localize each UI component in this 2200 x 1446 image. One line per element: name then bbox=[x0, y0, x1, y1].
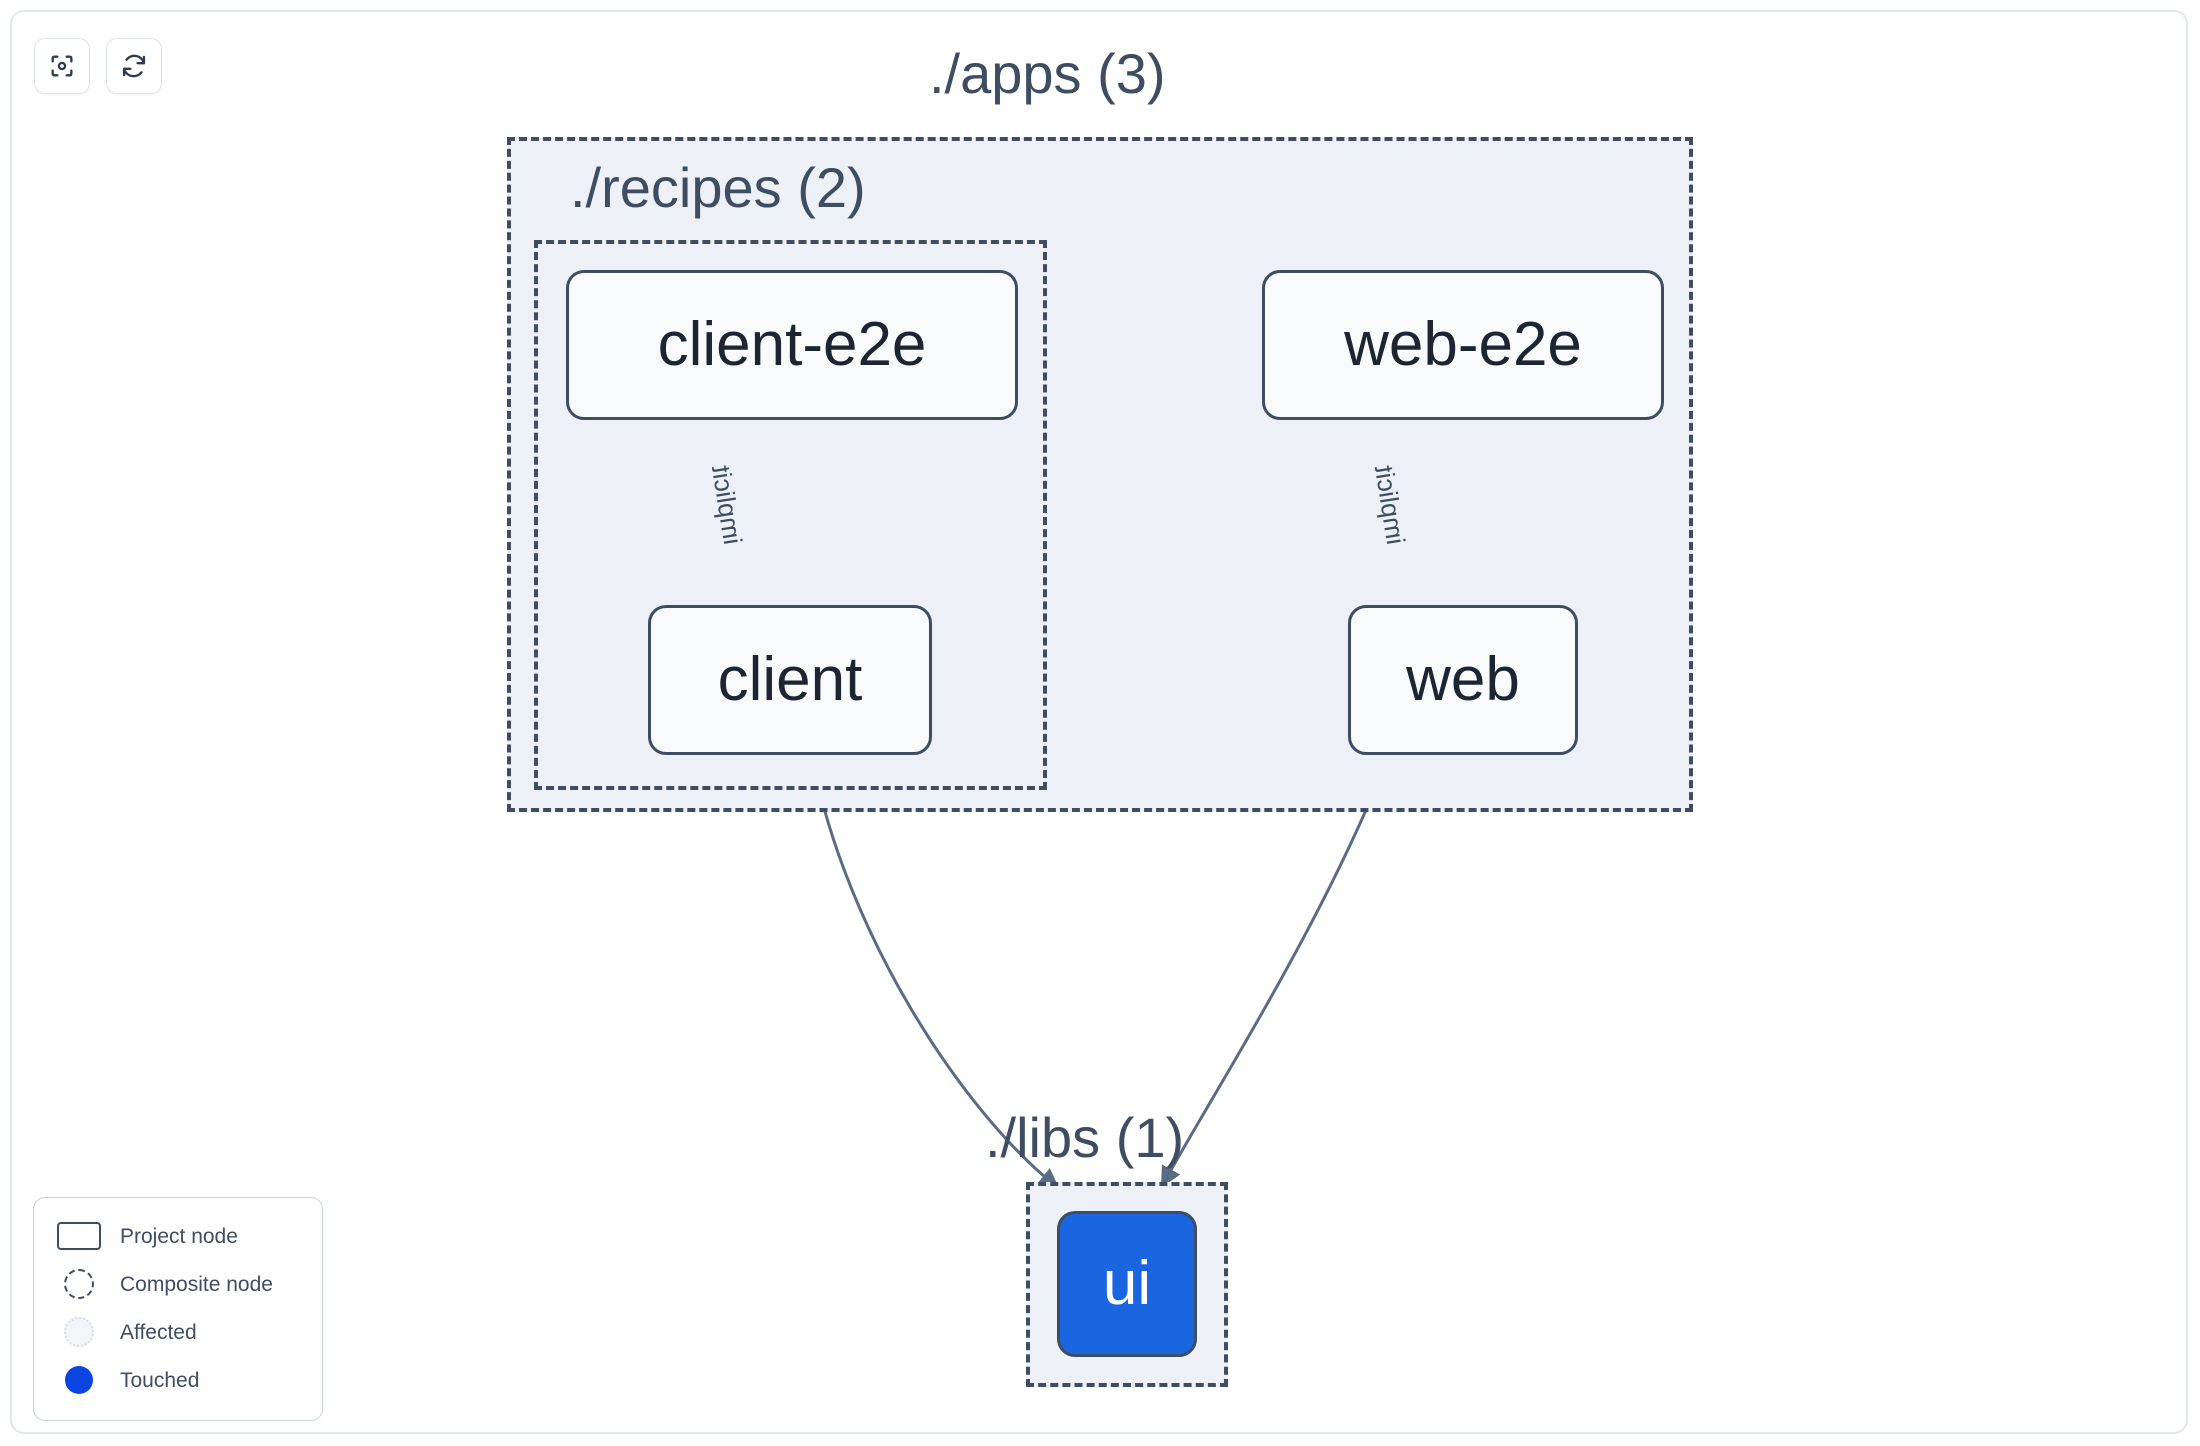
legend-item-composite-node: Composite node bbox=[56, 1260, 304, 1308]
project-node-swatch bbox=[56, 1221, 102, 1251]
legend-label-project-node: Project node bbox=[120, 1224, 238, 1248]
group-label-recipes: ./recipes (2) bbox=[570, 156, 866, 219]
focus-graph-button[interactable] bbox=[34, 38, 90, 94]
affected-swatch bbox=[56, 1317, 102, 1347]
project-node-client-e2e[interactable]: client-e2e bbox=[566, 270, 1018, 420]
project-node-web-e2e[interactable]: web-e2e bbox=[1262, 270, 1664, 420]
project-node-web[interactable]: web bbox=[1348, 605, 1578, 755]
refresh-icon bbox=[120, 52, 148, 80]
graph-legend: Project node Composite node Affected Tou… bbox=[33, 1197, 323, 1421]
legend-item-project-node: Project node bbox=[56, 1212, 304, 1260]
group-label-libs: ./libs (1) bbox=[985, 1106, 1185, 1169]
legend-label-touched: Touched bbox=[120, 1368, 200, 1392]
refresh-graph-button[interactable] bbox=[106, 38, 162, 94]
touched-swatch bbox=[56, 1365, 102, 1395]
project-node-client[interactable]: client bbox=[648, 605, 932, 755]
legend-label-affected: Affected bbox=[120, 1320, 197, 1344]
group-label-apps: ./apps (3) bbox=[929, 42, 1166, 105]
legend-item-affected: Affected bbox=[56, 1308, 304, 1356]
composite-node-swatch bbox=[56, 1269, 102, 1299]
graph-toolbar bbox=[34, 38, 162, 94]
legend-label-composite-node: Composite node bbox=[120, 1272, 273, 1296]
focus-target-icon bbox=[48, 52, 76, 80]
project-node-ui[interactable]: ui bbox=[1057, 1211, 1197, 1357]
legend-item-touched: Touched bbox=[56, 1356, 304, 1404]
